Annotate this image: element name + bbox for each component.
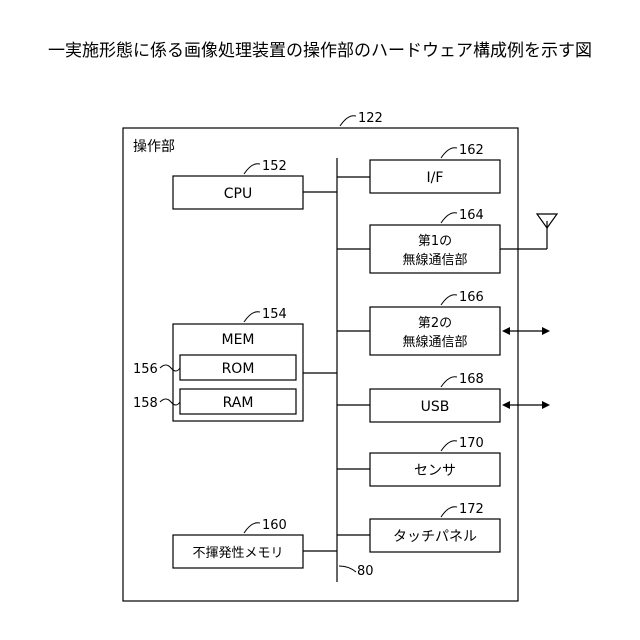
- wireless1-leader: [441, 213, 457, 223]
- nvm-ref: 160: [262, 518, 287, 533]
- usb-label: USB: [421, 399, 450, 415]
- mem-label: MEM: [221, 332, 254, 348]
- if-ref: 162: [459, 143, 484, 158]
- rom-label: ROM: [222, 361, 255, 377]
- sensor-leader: [441, 441, 457, 451]
- wireless1-ref: 164: [459, 208, 484, 223]
- if-leader: [441, 148, 457, 158]
- touch-panel-leader: [441, 507, 457, 517]
- rom-leader: [160, 365, 180, 371]
- wireless2-label-line1: 第2の: [418, 316, 452, 331]
- mem-ref: 154: [262, 307, 287, 322]
- cpu-leader: [244, 164, 260, 174]
- nvm-leader: [244, 523, 260, 533]
- nvm-label: 不揮発性メモリ: [192, 546, 283, 561]
- cpu-ref: 152: [262, 159, 287, 174]
- sensor-label: センサ: [414, 463, 456, 479]
- ram-leader: [160, 399, 180, 405]
- figure-title: 一実施形態に係る画像処理装置の操作部のハードウェア構成例を示す図: [48, 41, 592, 61]
- operation-unit-label: 操作部: [133, 139, 175, 155]
- touch-panel-ref: 172: [459, 502, 484, 517]
- wireless1-label-line1: 第1の: [418, 234, 452, 249]
- wireless2-label-line2: 無線通信部: [402, 334, 467, 350]
- bus-leader: [339, 566, 356, 572]
- operation-unit-ref: 122: [358, 111, 383, 126]
- if-label: I/F: [427, 170, 444, 186]
- cpu-label: CPU: [224, 186, 252, 202]
- operation-unit-leader: [340, 116, 356, 126]
- usb-leader: [441, 377, 457, 387]
- ram-ref: 158: [133, 396, 158, 411]
- wireless2-arrow-right-icon: [542, 327, 550, 335]
- rom-ref: 156: [133, 362, 158, 377]
- wireless2-leader: [441, 295, 457, 305]
- wireless1-label-line2: 無線通信部: [402, 252, 467, 268]
- usb-arrow-left-icon: [502, 401, 510, 409]
- wireless2-arrow-left-icon: [502, 327, 510, 335]
- wireless2-ref: 166: [459, 290, 484, 305]
- usb-arrow-right-icon: [542, 401, 550, 409]
- mem-leader: [244, 312, 260, 322]
- touch-panel-label: タッチパネル: [393, 529, 477, 545]
- sensor-ref: 170: [459, 436, 484, 451]
- bus-ref: 80: [357, 564, 374, 579]
- usb-ref: 168: [459, 372, 484, 387]
- ram-label: RAM: [223, 395, 254, 411]
